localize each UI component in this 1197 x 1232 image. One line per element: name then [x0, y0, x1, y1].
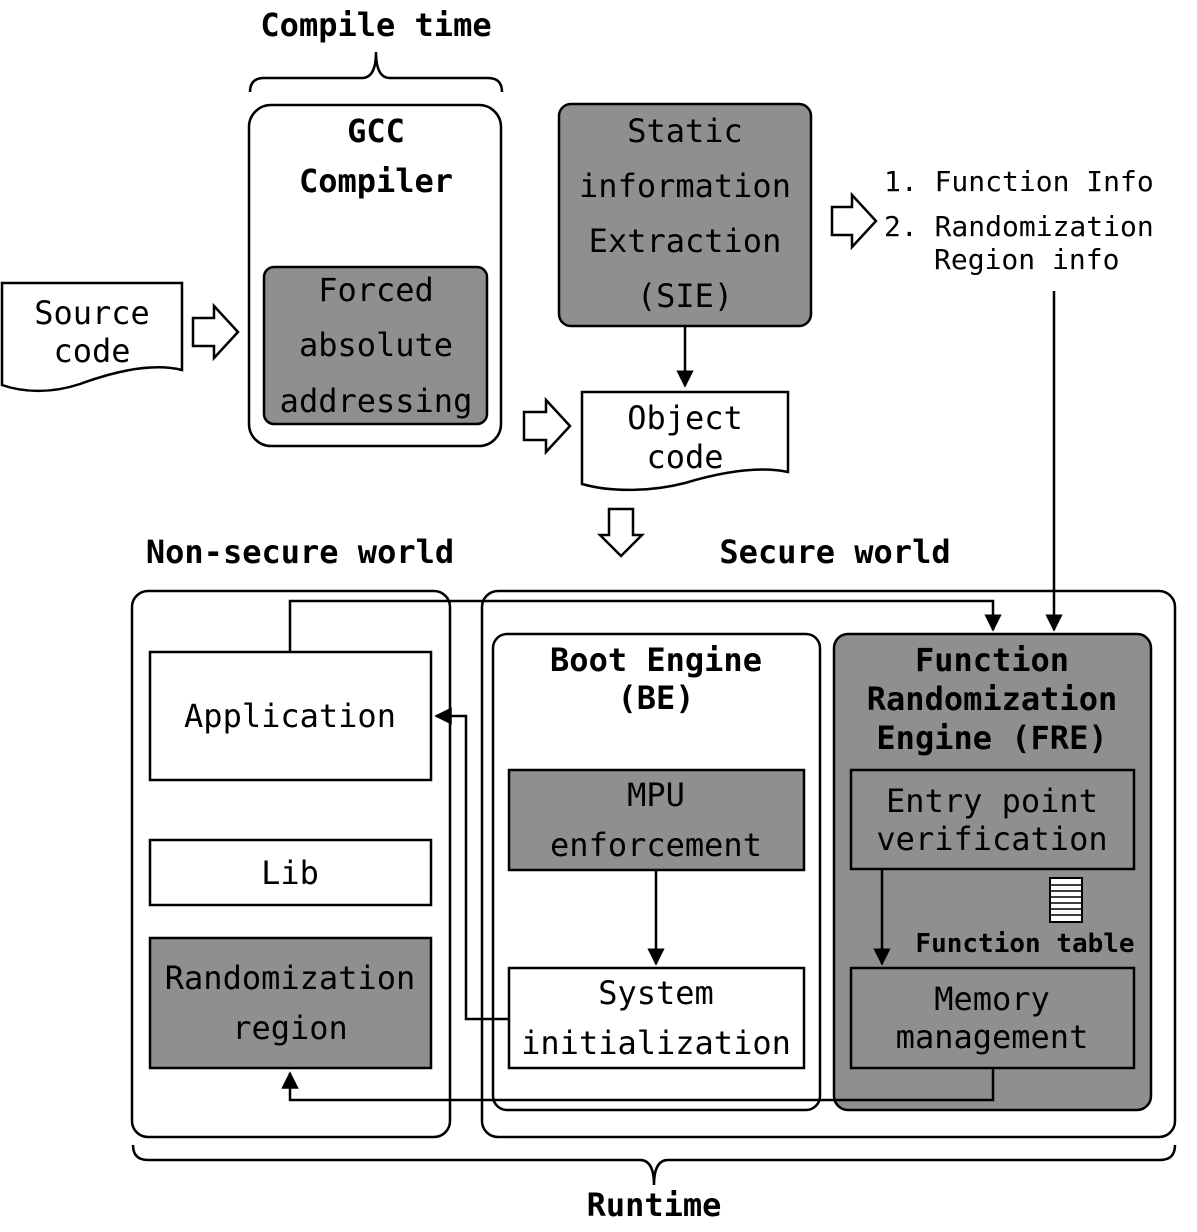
block-arrow-sie-to-info — [830, 191, 878, 251]
object-code-line-1: Object — [627, 399, 743, 437]
application-label: Application — [184, 697, 396, 735]
sie-line-3: Extraction — [589, 222, 782, 260]
arrow-memory-to-randomization — [281, 1069, 995, 1102]
fre-title-1: Function — [915, 641, 1069, 679]
mpu-enforcement-box: MPU enforcement — [507, 768, 806, 872]
entry-point-verification-box: Entry point verification — [849, 768, 1136, 871]
forced-label: Forced — [318, 271, 434, 309]
sie-line-1: Static — [627, 112, 743, 150]
boot-engine-title-1: Boot Engine — [550, 641, 762, 679]
absolute-label: absolute — [299, 326, 453, 364]
system-label: System — [598, 974, 714, 1012]
memory-management-box: Memory management — [849, 966, 1136, 1070]
function-table-label: Function table — [915, 929, 1134, 959]
fre-title-2: Randomization — [867, 680, 1117, 718]
compile-time-label: Compile time — [260, 6, 491, 44]
mpu-label: MPU — [627, 776, 685, 814]
lib-box: Lib — [148, 838, 433, 907]
runtime-brace — [131, 1144, 1177, 1186]
boot-engine-title-2: (BE) — [617, 679, 694, 717]
gcc-label: GCC — [347, 112, 405, 150]
verification-label: verification — [876, 820, 1107, 858]
compile-time-brace — [248, 51, 504, 93]
sie-line-4: (SIE) — [637, 277, 733, 315]
non-secure-world-label: Non-secure world — [146, 533, 454, 571]
management-label: management — [896, 1018, 1089, 1056]
fre-title-3: Engine (FRE) — [876, 719, 1107, 757]
info-list: 1. Function Info 2. Randomization Region… — [884, 165, 1154, 276]
initialization-label: initialization — [521, 1024, 791, 1062]
arrow-sysinit-to-application — [434, 707, 509, 1021]
info-item-2: 2. Randomization — [884, 210, 1154, 243]
entry-point-label: Entry point — [886, 782, 1098, 820]
forced-absolute-addressing-box: Forced absolute addressing — [262, 265, 489, 426]
object-code-line-2: code — [646, 438, 723, 476]
source-code-document: Source code — [0, 281, 184, 393]
compiler-label: Compiler — [299, 162, 453, 200]
system-initialization-box: System initialization — [507, 966, 806, 1070]
function-table-icon — [1049, 877, 1083, 923]
block-arrow-source-to-gcc — [191, 302, 240, 362]
randomization-region-line-2: region — [232, 1009, 348, 1047]
block-arrow-gcc-to-object — [522, 396, 572, 456]
sie-box: Static information Extraction (SIE) — [557, 102, 813, 328]
runtime-label: Runtime — [587, 1186, 722, 1224]
info-item-1: 1. Function Info — [884, 165, 1154, 198]
enforcement-label: enforcement — [550, 826, 762, 864]
info-item-2-cont: Region info — [934, 243, 1119, 276]
source-code-line-1: Source — [34, 294, 150, 332]
sie-line-2: information — [579, 167, 791, 205]
memory-label: Memory — [934, 980, 1050, 1018]
application-box: Application — [148, 650, 433, 782]
addressing-label: addressing — [280, 382, 473, 420]
randomization-region-line-1: Randomization — [165, 959, 415, 997]
arrow-application-to-fre — [288, 599, 1002, 652]
lib-label: Lib — [261, 854, 319, 892]
secure-world-label: Secure world — [719, 533, 950, 571]
source-code-line-2: code — [53, 332, 130, 370]
block-arrow-object-to-runtime — [596, 507, 646, 558]
randomization-region-box: Randomization region — [148, 936, 433, 1070]
object-code-document: Object code — [580, 390, 790, 492]
